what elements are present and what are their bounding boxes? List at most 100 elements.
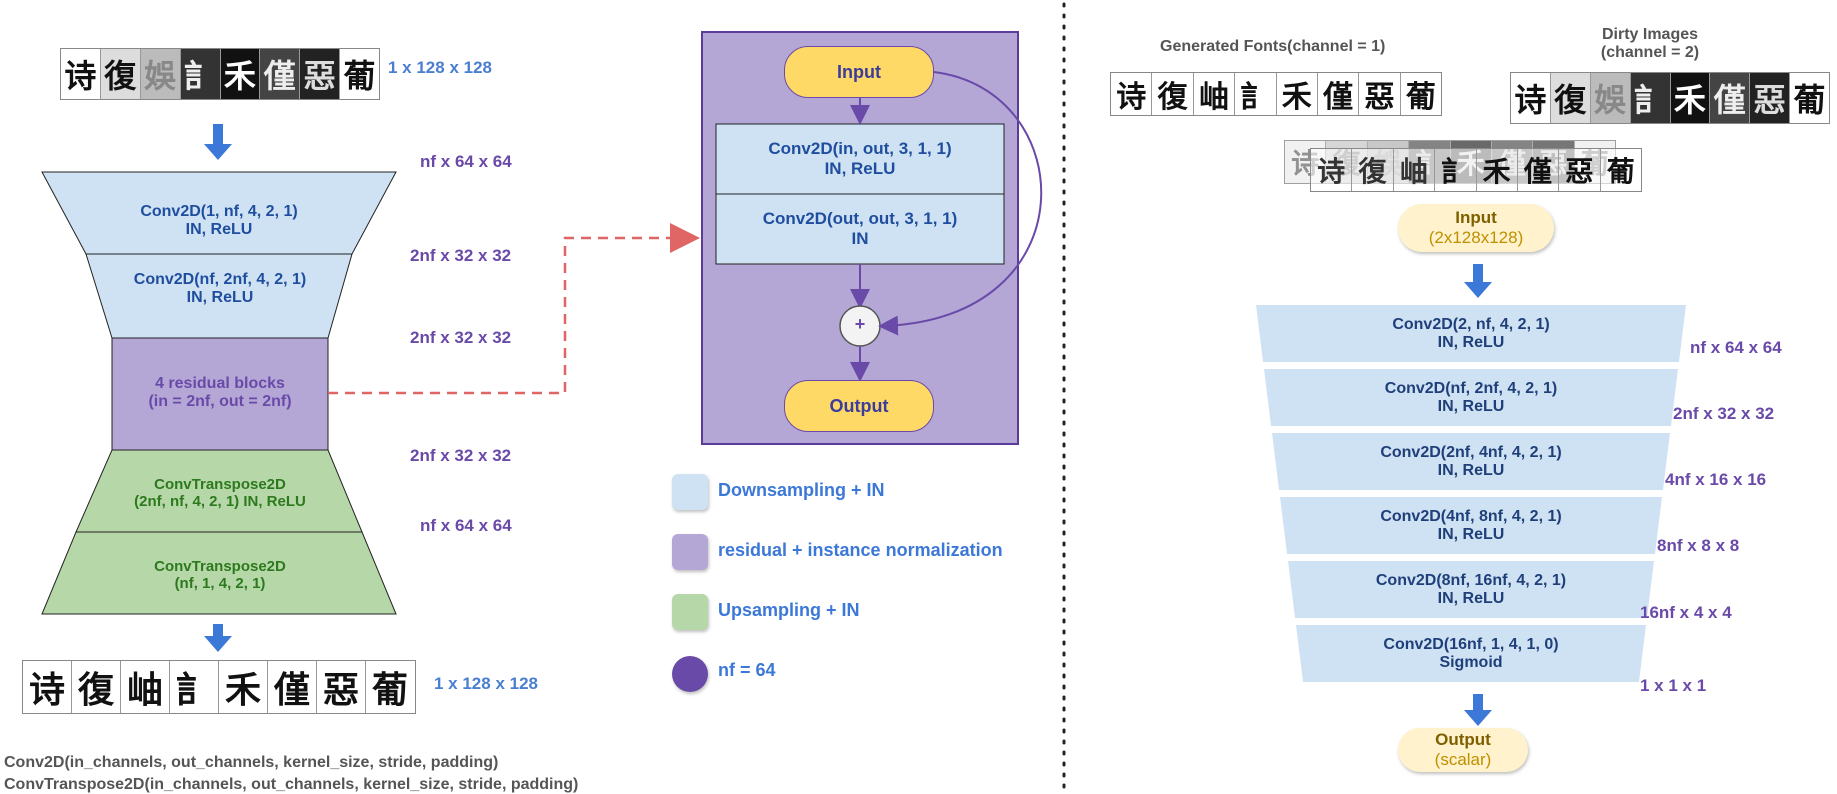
glyph: 復	[1550, 73, 1591, 123]
residual-input-pill: Input	[784, 46, 934, 98]
disc-dim-label: 8nf x 8 x 8	[1657, 536, 1740, 555]
disc-layer-1: Conv2D(2, nf, 4, 2, 1) IN, ReLU	[1263, 305, 1679, 362]
disc-layer-4-act: IN, ReLU	[1437, 525, 1505, 543]
generator-output-arrow	[204, 624, 232, 652]
dim-label: 2nf x 32 x 32	[410, 446, 512, 465]
footnote-conv2d: Conv2D(in_channels, out_channels, kernel…	[4, 754, 499, 771]
residual-blocks: 4 residual blocks (in = 2nf, out = 2nf)	[112, 368, 328, 418]
decoder-block-1-params: (2nf, nf, 4, 2, 1) IN, ReLU	[134, 493, 306, 510]
glyph: 復	[72, 661, 121, 713]
footnote-convtranspose2d: ConvTranspose2D(in_channels, out_channel…	[4, 776, 579, 793]
disc-layer-6-shape	[1296, 625, 1646, 682]
residual-conv1-op: Conv2D(in, out, 3, 1, 1)	[768, 139, 952, 158]
glyph: 禾	[1670, 73, 1711, 123]
glyph: 葡	[371, 669, 408, 711]
legend-swatch-downsampling	[672, 474, 708, 510]
legend-label-residual: residual + instance normalization	[718, 540, 1003, 560]
disc-dim-label: 2nf x 32 x 32	[1673, 404, 1775, 423]
legend-swatch-nf	[672, 656, 708, 692]
disc-dim-label: 1 x 1 x 1	[1640, 676, 1707, 695]
decoder-block-2-shape	[41, 531, 397, 615]
glyph: 復	[1352, 149, 1394, 191]
dirty-images-title: Dirty Images (channel = 2)	[1540, 26, 1760, 62]
generator-output-image: 诗 復 岫 訁 禾 僅 惡 葡	[22, 660, 416, 714]
glyph: 禾	[1477, 149, 1518, 191]
discriminator-output-pill: Output (scalar)	[1398, 728, 1528, 772]
glyph: 僅	[1710, 73, 1751, 123]
disc-layer-3-shape	[1272, 433, 1670, 490]
residual-conv1-norm: IN, ReLU	[824, 159, 896, 178]
glyph: 诗	[1111, 73, 1153, 115]
residual-output-label: Output	[829, 395, 889, 416]
glyph: 禾	[1277, 73, 1318, 115]
glyph: 訁	[1235, 73, 1277, 115]
decoder-block-2-params: (nf, 1, 4, 2, 1)	[174, 575, 266, 592]
glyph: 岫	[1194, 73, 1236, 115]
disc-dim-label: 16nf x 4 x 4	[1640, 603, 1732, 622]
glyph: 葡	[1405, 80, 1436, 115]
glyph: 訁	[180, 49, 221, 99]
residual-blocks-title: 4 residual blocks	[155, 375, 285, 392]
disc-layer-2-op: Conv2D(nf, 2nf, 4, 2, 1)	[1384, 379, 1558, 397]
residual-blocks-channels: (in = 2nf, out = 2nf)	[148, 393, 292, 410]
disc-layer-2: Conv2D(nf, 2nf, 4, 2, 1) IN, ReLU	[1271, 369, 1671, 426]
residual-conv2: Conv2D(out, out, 3, 1, 1) IN	[716, 194, 1004, 264]
dirty-images-title-2: (channel = 2)	[1600, 44, 1700, 61]
decoder-block-1-op: ConvTranspose2D	[154, 476, 286, 493]
encoder-block-1-norm: IN, ReLU	[185, 221, 253, 238]
disc-layer-1-op: Conv2D(2, nf, 4, 2, 1)	[1392, 315, 1550, 333]
decoder-block-2: ConvTranspose2D (nf, 1, 4, 2, 1)	[100, 550, 340, 600]
legend-label-downsampling: Downsampling + IN	[718, 480, 885, 500]
dim-label: nf x 64 x 64	[420, 152, 512, 171]
discriminator-input-shape: (2x128x128)	[1428, 228, 1524, 247]
glyph: 葡	[1793, 81, 1826, 119]
disc-layer-6-op: Conv2D(16nf, 1, 4, 1, 0)	[1383, 635, 1559, 653]
glyph: 訁	[1630, 73, 1671, 123]
glyph: 诗	[23, 661, 72, 713]
disc-layer-3-act: IN, ReLU	[1437, 461, 1505, 479]
glyph: 訁	[1435, 149, 1477, 191]
glyph: 訁	[170, 661, 219, 713]
disc-layer-3-op: Conv2D(2nf, 4nf, 4, 2, 1)	[1380, 443, 1562, 461]
disc-layer-6-act: Sigmoid	[1439, 653, 1503, 671]
disc-dim-label: 4nf x 16 x 16	[1665, 470, 1767, 489]
disc-layer-5-shape	[1288, 561, 1654, 618]
disc-layer-1-act: IN, ReLU	[1437, 333, 1505, 351]
decoder-block-2-op: ConvTranspose2D	[154, 558, 286, 575]
dim-label: 2nf x 32 x 32	[410, 328, 512, 347]
glyph: 復	[100, 49, 141, 99]
discriminator-input-label: Input	[1455, 208, 1497, 227]
generator-output-dim: 1 x 128 x 128	[434, 674, 538, 693]
glyph: 禾	[220, 49, 261, 99]
legend-label-upsampling: Upsampling + IN	[718, 600, 860, 620]
disc-layer-5-act: IN, ReLU	[1437, 589, 1505, 607]
dirty-images-image: 诗 復 娛 訁 禾 僅 惡 葡	[1510, 72, 1830, 124]
disc-dim-label: nf x 64 x 64	[1690, 338, 1782, 357]
decoder-block-1: ConvTranspose2D (2nf, nf, 4, 2, 1) IN, R…	[100, 468, 340, 518]
encoder-block-2: Conv2D(nf, 2nf, 4, 2, 1) IN, ReLU	[100, 264, 340, 314]
glyph: 惡	[1359, 73, 1401, 115]
encoder-block-2-norm: IN, ReLU	[186, 289, 254, 306]
discriminator-output-arrow	[1464, 694, 1492, 726]
generated-fonts-title: Generated Fonts(channel = 1)	[1160, 38, 1386, 55]
glyph: 僅	[260, 49, 301, 99]
glyph: 僅	[1318, 73, 1360, 115]
glyph: 岫	[1394, 149, 1436, 191]
generator-input-image: 诗 復 娛 訁 禾 僅 惡 葡	[60, 48, 380, 100]
glyph: 禾	[219, 661, 268, 713]
encoder-block-1-op: Conv2D(1, nf, 4, 2, 1)	[140, 203, 298, 220]
residual-input-label: Input	[837, 61, 881, 82]
glyph: 僅	[1518, 149, 1560, 191]
glyph: 惡	[1559, 149, 1601, 191]
glyph: 僅	[268, 661, 317, 713]
stacked-images-front: 诗 復 岫 訁 禾 僅 惡 葡	[1310, 148, 1642, 192]
glyph: 娛	[140, 49, 181, 99]
disc-layer-2-act: IN, ReLU	[1437, 397, 1505, 415]
encoder-block-2-op: Conv2D(nf, 2nf, 4, 2, 1)	[133, 271, 307, 288]
glyph: 復	[1152, 73, 1194, 115]
discriminator-output-shape: (scalar)	[1434, 750, 1492, 769]
residual-add-symbol: +	[854, 314, 866, 334]
disc-layer-4-op: Conv2D(4nf, 8nf, 4, 2, 1)	[1380, 507, 1562, 525]
glyph: 葡	[1606, 155, 1635, 188]
